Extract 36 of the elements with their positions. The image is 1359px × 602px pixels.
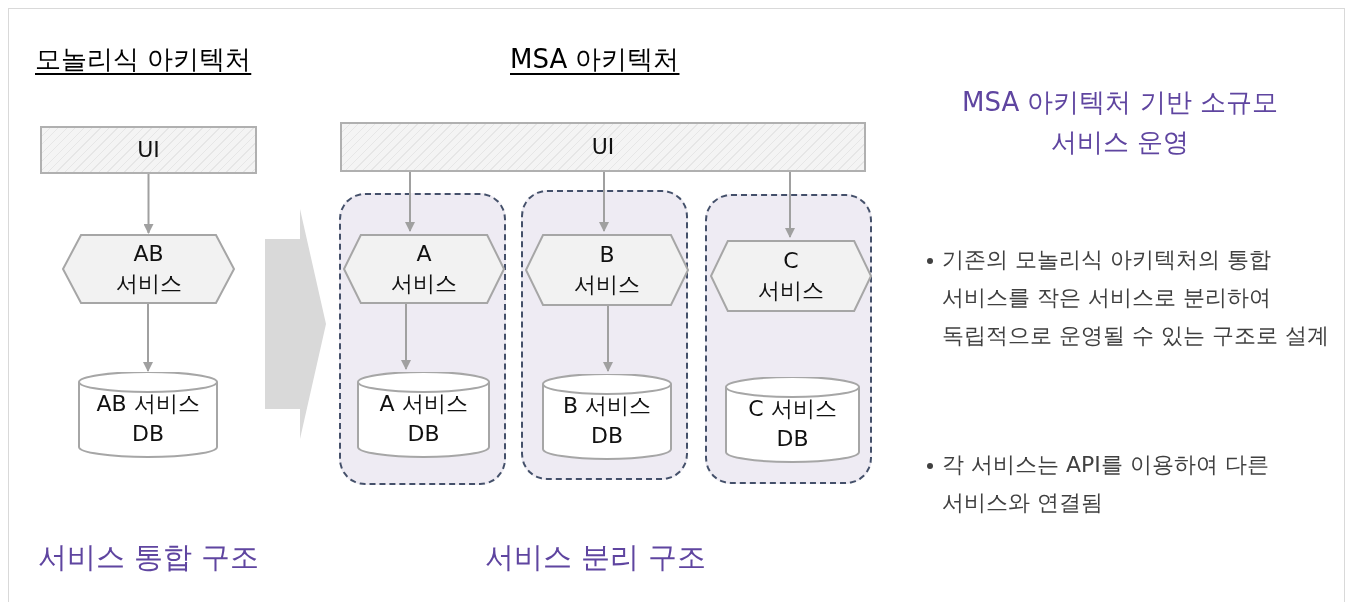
database-cylinder <box>542 374 672 460</box>
arrow <box>785 171 795 238</box>
arrow <box>143 173 154 234</box>
chevron-arrow <box>265 209 326 439</box>
bullet-text: 각 서비스는 API를 이용하여 다른 서비스와 연결됨 <box>942 451 1270 517</box>
node-label: B 서비스 DB <box>561 392 653 450</box>
service-group-box <box>705 194 872 484</box>
highlight-heading: MSA 아키텍처 기반 소규모 서비스 운영 <box>961 86 1279 159</box>
node-label: UI <box>590 133 616 161</box>
node-label: C 서비스 DB <box>747 395 838 453</box>
arrow <box>143 303 153 372</box>
node-label: AB 서비스 DB <box>95 390 201 448</box>
ui-box <box>340 122 866 172</box>
database-cylinder <box>78 372 218 458</box>
structure-caption: 서비스 분리 구조 <box>485 539 707 576</box>
node-label: A 서비스 DB <box>378 390 469 448</box>
structure-caption: 서비스 통합 구조 <box>38 539 260 576</box>
node-label: AB 서비스 <box>114 240 183 298</box>
arrow <box>405 171 415 232</box>
node-label: A 서비스 <box>390 240 458 298</box>
database-cylinder <box>725 377 860 463</box>
service-hexagon <box>62 234 235 304</box>
service-group-box <box>521 190 688 480</box>
service-hexagon <box>710 240 872 312</box>
arrow <box>599 171 609 232</box>
node-label: C 서비스 <box>757 247 825 305</box>
section-heading: MSA 아키텍처 <box>510 43 680 76</box>
bullet-text: 기존의 모놀리식 아키텍처의 통합 서비스를 작은 서비스로 분리하여 독립적으로 운영될 수 있는 구조로 설계 <box>942 246 1330 350</box>
section-heading: 모놀리식 아키텍처 <box>35 43 252 76</box>
node-label: B 서비스 <box>573 241 641 299</box>
node-label: UI <box>136 136 161 164</box>
service-group-box <box>339 193 506 485</box>
service-hexagon <box>343 234 505 304</box>
database-cylinder <box>357 372 490 458</box>
service-hexagon <box>525 234 689 306</box>
ui-box <box>40 126 257 174</box>
